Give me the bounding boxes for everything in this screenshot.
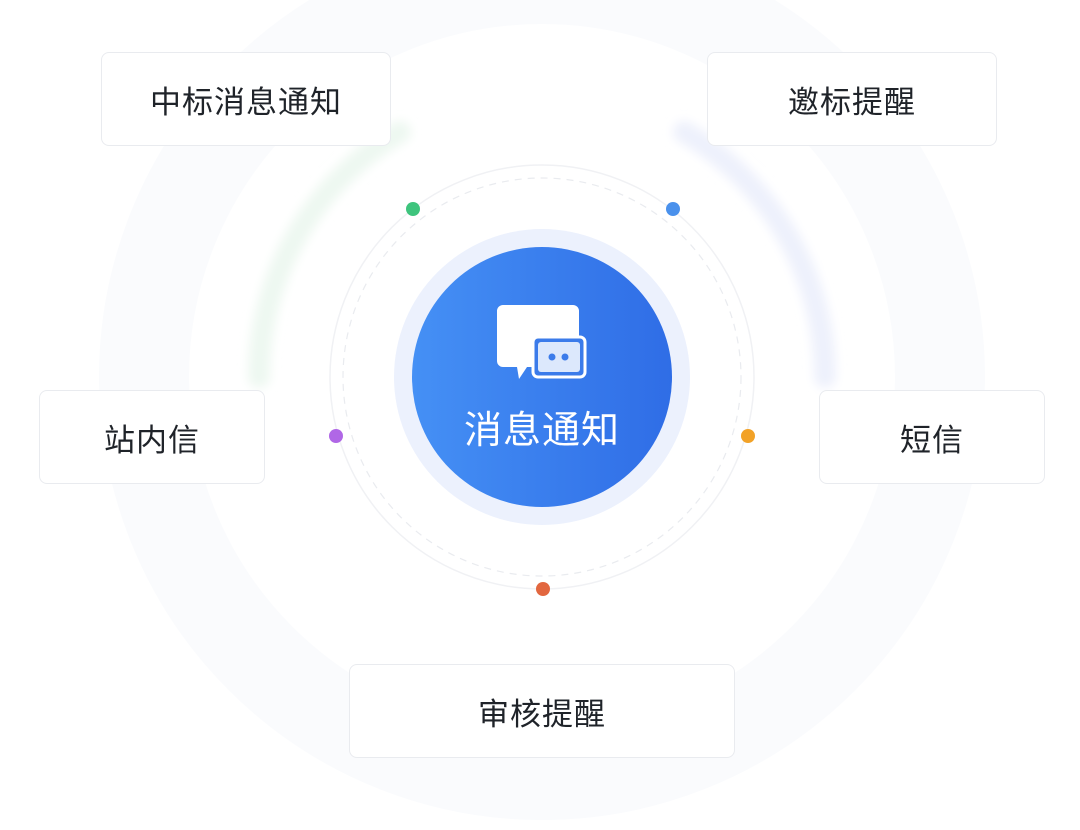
connector-dot-red — [536, 582, 550, 596]
node-label: 邀标提醒 — [788, 84, 916, 121]
blue-arc — [673, 121, 837, 388]
node-zhongbiao-notification: 中标消息通知 — [101, 52, 391, 146]
node-invitation-reminder: 邀标提醒 — [707, 52, 997, 146]
node-site-message: 站内信 — [39, 390, 265, 484]
connector-dot-green — [406, 202, 420, 216]
node-review-reminder: 审核提醒 — [349, 664, 735, 758]
node-label: 中标消息通知 — [150, 84, 342, 121]
node-label: 短信 — [900, 422, 964, 459]
green-arc — [247, 121, 411, 388]
chat-bubbles-icon — [497, 305, 587, 379]
connector-dot-blue — [666, 202, 680, 216]
center-title: 消息通知 — [463, 408, 620, 452]
connector-dot-orange — [741, 429, 755, 443]
node-label: 审核提醒 — [478, 696, 606, 733]
node-sms: 短信 — [819, 390, 1045, 484]
node-label: 站内信 — [104, 422, 200, 459]
center-hub: 消息通知 — [412, 247, 672, 507]
connector-dot-purple — [329, 429, 343, 443]
dashed-ring — [342, 177, 742, 577]
